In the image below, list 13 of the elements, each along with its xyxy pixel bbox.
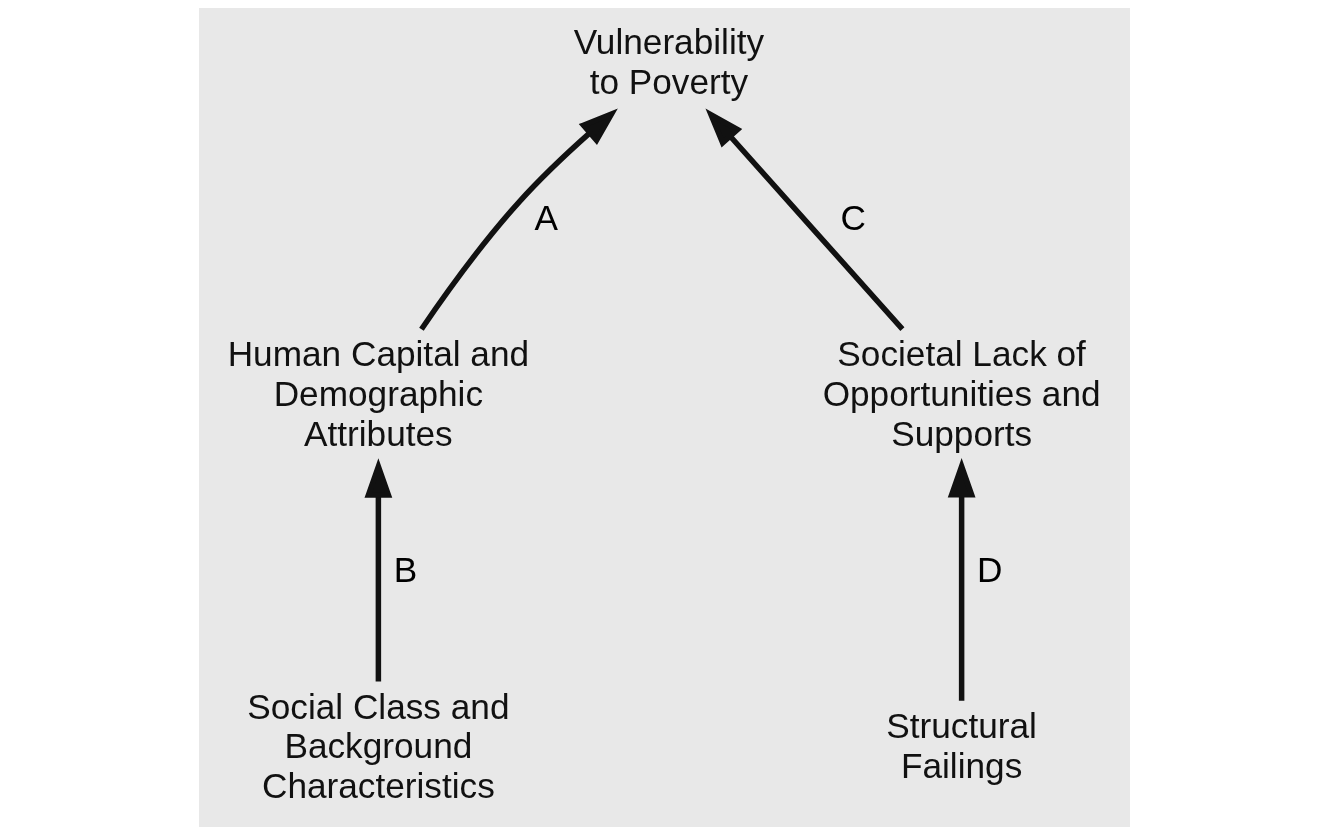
- edge-label: B: [393, 550, 418, 590]
- arrow: [419, 108, 618, 331]
- edge-label: A: [534, 197, 556, 237]
- node-text: Structural Failings: [886, 706, 1037, 786]
- arrow: [364, 458, 393, 682]
- node-text: Vulnerability to Poverty: [573, 21, 765, 101]
- edge-label: D: [977, 550, 1003, 590]
- edge-label: C: [840, 197, 867, 237]
- node-text: Societal Lack of Opportunities and Supports: [822, 334, 1101, 453]
- arrow: [947, 457, 976, 701]
- node-text: Human Capital and Demographic Attributes: [227, 334, 530, 453]
- node-text: Social Class and Background Characteristics: [247, 686, 510, 805]
- arrow: [705, 108, 905, 331]
